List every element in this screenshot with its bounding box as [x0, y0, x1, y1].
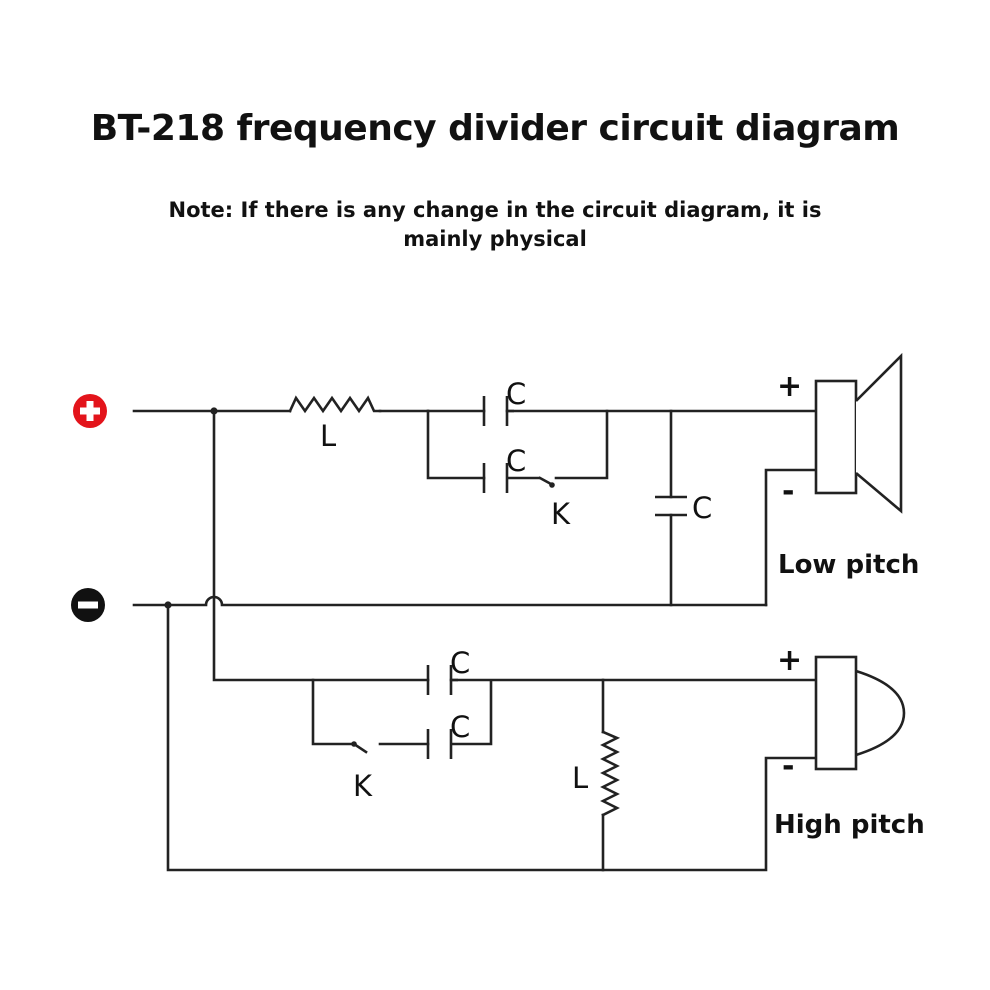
lp-switch-label: K [551, 497, 571, 531]
hp-cap-bottom-label: C [450, 710, 470, 744]
hp-feed-wire [212, 409, 430, 682]
lp-minus-sign: - [782, 474, 794, 509]
hp-cap-branch-left [311, 678, 353, 746]
hp-switch-blade [352, 742, 368, 754]
lp-switch-contact [549, 482, 555, 488]
lp-cap-bottom-plate-2 [505, 463, 540, 493]
lp-cap-branch-left [426, 409, 486, 480]
hp-cap-bottom-plate-2 [449, 680, 493, 759]
lp-cap-bottom-label: C [506, 444, 526, 478]
page-title: BT-218 frequency divider circuit diagram [90, 108, 900, 149]
negative-terminal-icon [71, 588, 105, 622]
note-line-2: mainly physical [403, 227, 587, 251]
hp-plus-sign: + [777, 643, 802, 678]
high-pitch-label: High pitch [774, 810, 925, 840]
lp-inductor-label: L [320, 419, 336, 453]
lp-speaker-neg-lead [764, 468, 818, 607]
page-note: Note: If there is any change in the circ… [0, 196, 990, 254]
low-pitch-label: Low pitch [778, 550, 919, 580]
lp-switch-lead [554, 409, 609, 480]
woofer-speaker-icon [814, 352, 903, 514]
hp-switch-label: K [353, 769, 373, 803]
note-line-1: Note: If there is any change in the circ… [168, 198, 822, 222]
lp-plus-sign: + [777, 369, 802, 404]
hp-inductor-symbol [600, 730, 621, 817]
hp-inductor-label: L [572, 761, 588, 795]
positive-terminal-icon [73, 394, 107, 428]
tweeter-speaker-icon [814, 655, 906, 771]
hp-cap-top-label: C [450, 646, 470, 680]
lp-cap-top-label: C [506, 377, 526, 411]
negative-return-wire [166, 603, 818, 872]
lp-shunt-cap-label: C [692, 491, 712, 525]
lp-switch-blade [538, 476, 553, 486]
hp-minus-sign: - [782, 749, 794, 784]
lp-inductor-symbol [288, 395, 382, 414]
